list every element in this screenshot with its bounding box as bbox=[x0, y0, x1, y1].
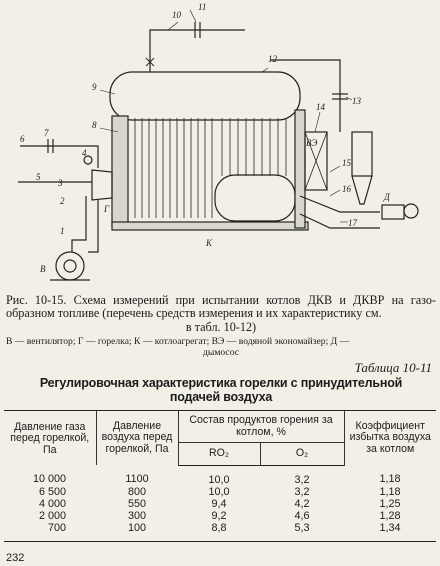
label-4: 4 bbox=[82, 148, 87, 158]
cell-ro2: 10,0 bbox=[208, 485, 230, 498]
cell-gas: 10 000 bbox=[32, 473, 66, 486]
figure-legend: В — вентилятор; Г — горелка; К — котлоаг… bbox=[6, 336, 436, 358]
label-11: 11 bbox=[198, 2, 206, 12]
label-2: 2 bbox=[60, 196, 65, 206]
label-13: 13 bbox=[352, 96, 362, 106]
cyclone bbox=[351, 131, 373, 177]
lower-drum bbox=[214, 174, 296, 222]
caption-text-end: в табл. 10-12) bbox=[185, 319, 257, 334]
boiler-measurement-diagram: 10 11 9 8 12 13 14 ВЭ 15 16 17 Д К 7 6 4… bbox=[18, 2, 419, 281]
cell-o2: 5,3 bbox=[260, 522, 344, 542]
label-k: К bbox=[205, 238, 213, 248]
cell-alpha: 1,28 bbox=[379, 510, 401, 523]
label-7: 7 bbox=[44, 128, 49, 138]
burner bbox=[91, 169, 113, 201]
exhauster bbox=[381, 204, 405, 220]
label-3: 3 bbox=[57, 178, 63, 188]
label-16: 16 bbox=[342, 184, 352, 194]
cell-gas: 700 bbox=[4, 522, 96, 542]
label-ve: ВЭ bbox=[306, 138, 317, 148]
cell-o2: 3,2 bbox=[294, 473, 310, 486]
air-duct bbox=[71, 196, 87, 252]
page-number: 232 bbox=[6, 552, 25, 564]
cell-ro2: 9,4 bbox=[211, 497, 227, 510]
cell-air: 300 bbox=[127, 510, 146, 523]
boiler-tubes bbox=[134, 118, 287, 218]
header-gas-pressure: Давление газа перед горелкой, Па bbox=[4, 410, 96, 465]
legend-text: В — вентилятор; Г — горелка; К — котлоаг… bbox=[6, 336, 350, 347]
legend-text-end: дымосос bbox=[203, 347, 239, 358]
label-17: 17 bbox=[348, 218, 358, 228]
cell-alpha: 1,18 bbox=[379, 485, 401, 498]
cell-ro2: 10,0 bbox=[208, 473, 230, 486]
header-ro2: RO₂ bbox=[177, 442, 260, 466]
header-composition: Состав продуктов горения за котлом, % bbox=[177, 410, 344, 443]
label-15: 15 bbox=[342, 158, 352, 168]
cell-alpha: 1,25 bbox=[379, 497, 401, 510]
table-number: Таблица 10-11 bbox=[354, 360, 432, 375]
diagram-svg: 10 11 9 8 12 13 14 ВЭ 15 16 17 Д К 7 6 4… bbox=[18, 2, 419, 281]
label-9: 9 bbox=[92, 82, 97, 92]
label-8: 8 bbox=[92, 120, 97, 130]
header-excess-air: Коэффициент избытка воздуха за котлом bbox=[343, 410, 436, 465]
label-14: 14 bbox=[316, 102, 326, 112]
header-o2: O₂ bbox=[259, 442, 344, 466]
table-row: 700 100 8,8 5,3 1,34 bbox=[4, 522, 436, 542]
furnace-bottom-wall bbox=[111, 221, 309, 231]
table-row: 6 500 800 10,0 3,2 1,18 bbox=[4, 486, 436, 498]
caption-text: Рис. 10-15. Схема измерений при испытани… bbox=[6, 293, 436, 321]
table-row: 10 000 1100 10,0 3,2 1,18 bbox=[4, 465, 436, 486]
gas-line-top bbox=[149, 29, 245, 72]
table-title-line2: подачей воздуха bbox=[169, 390, 273, 404]
cell-air: 100 bbox=[96, 522, 178, 542]
cell-air: 550 bbox=[127, 497, 146, 510]
label-5: 5 bbox=[36, 172, 41, 182]
figure-caption: Рис. 10-15. Схема измерений при испытани… bbox=[6, 293, 436, 334]
label-g: Г bbox=[103, 204, 110, 214]
cell-air: 800 bbox=[127, 485, 146, 498]
label-6: 6 bbox=[20, 134, 25, 144]
cell-air: 1100 bbox=[125, 473, 149, 486]
cell-o2: 4,6 bbox=[294, 510, 310, 523]
economizer bbox=[304, 131, 328, 191]
furnace-left-wall bbox=[111, 115, 129, 227]
label-10: 10 bbox=[172, 10, 182, 20]
furnace-right-wall bbox=[294, 109, 306, 229]
water-line bbox=[270, 59, 341, 132]
burner-characteristics-table: Давление газа перед горелкой, Па Давлени… bbox=[4, 410, 436, 542]
label-d: Д bbox=[383, 192, 391, 202]
cell-alpha: 1,18 bbox=[379, 473, 401, 486]
cell-gas: 6 500 bbox=[38, 485, 66, 498]
table-row: 4 000 550 9,4 4,2 1,25 bbox=[4, 498, 436, 510]
cell-o2: 4,2 bbox=[294, 497, 310, 510]
label-v: В bbox=[40, 264, 46, 274]
gas-supply-line bbox=[20, 145, 99, 168]
cell-ro2: 8,8 bbox=[178, 522, 260, 542]
table-title: Регулировочная характеристика горелки с … bbox=[6, 376, 436, 404]
cell-alpha: 1,34 bbox=[344, 522, 436, 542]
upper-drum bbox=[109, 71, 301, 121]
cell-gas: 2 000 bbox=[38, 510, 66, 523]
header-air-pressure: Давление воздуха перед горелкой, Па bbox=[95, 410, 178, 465]
flue-duct bbox=[299, 195, 380, 213]
label-12: 12 bbox=[268, 54, 278, 64]
table-row: 2 000 300 9,2 4,6 1,28 bbox=[4, 510, 436, 522]
cell-o2: 3,2 bbox=[294, 485, 310, 498]
cell-ro2: 9,2 bbox=[211, 510, 227, 523]
fan bbox=[55, 251, 85, 281]
label-1: 1 bbox=[60, 226, 65, 236]
cell-gas: 4 000 bbox=[38, 497, 66, 510]
table-title-line1: Регулировочная характеристика горелки с … bbox=[39, 376, 403, 390]
